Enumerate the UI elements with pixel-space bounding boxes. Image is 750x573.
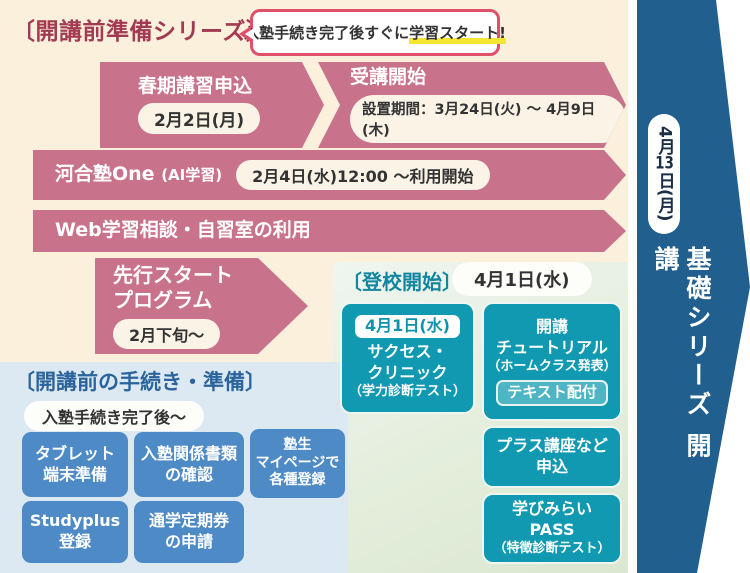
start-callout-bubble: 入塾手続き完了後すぐに学習スタート! <box>239 9 506 56</box>
band-date-pill: 2月2日(月) <box>138 103 261 135</box>
band-period-pill: 設置期間：3月24日(火) ～ 4月9日(木) <box>350 94 626 143</box>
band-kawaijuku-one: 河合塾One (AI学習) 2月4日(水)12:00 ～利用開始 <box>33 150 626 200</box>
box-line: Studyplus <box>29 511 121 531</box>
studyplus-registration-box: Studyplus 登録 <box>22 501 128 563</box>
band-title: 受講開始 <box>350 66 427 89</box>
box-line: 塾生 <box>283 437 312 454</box>
band-title: 河合塾One (AI学習) <box>55 163 223 186</box>
band-title: Web学習相談・自習室の利用 <box>55 219 311 242</box>
box-line: 各種登録 <box>269 472 326 489</box>
procedures-timing-pill: 入塾手続き完了後～ <box>24 401 205 431</box>
box-line: クリニック <box>367 362 448 382</box>
box-line: 申込 <box>535 457 568 476</box>
box-line: マイページで <box>255 454 340 471</box>
opening-tutorial-box: 開講 チュートリアル （ホームクラス発表） テキスト配付 <box>482 302 622 421</box>
bubble-lead-text: 入塾手続き完了後すぐに <box>244 24 410 42</box>
band-course-start: 受講開始 設置期間：3月24日(火) ～ 4月9日(木) <box>318 62 626 148</box>
prep-series-heading: 〔開講前準備シリーズ〕 <box>12 19 270 45</box>
plus-course-application-box: プラス講座など 申込 <box>482 426 622 488</box>
box-line: プラス講座など <box>496 436 608 456</box>
kickoff-date-pill: 4月13日(月) <box>648 114 680 234</box>
box-line: 開講 <box>535 317 568 336</box>
band-spring-course-application: 春期講習申込 2月2日(月) <box>100 62 324 148</box>
kickoff-label: 基礎シリーズ 開講 <box>651 246 712 462</box>
box-line: 入塾関係書類 <box>140 443 237 463</box>
box-line: PASS <box>529 520 575 540</box>
box-date-label: 4月1日(水) <box>355 315 460 339</box>
attendance-date-pill: 4月1日(水) <box>452 262 592 296</box>
box-subline: （特徴診断テスト） <box>493 540 611 556</box>
program-title: 先行スタート プログラム <box>113 263 233 312</box>
box-line: 学びみらい <box>511 499 592 519</box>
band-web-study-room: Web学習相談・自習室の利用 <box>33 210 626 252</box>
box-line: サクセス・ <box>367 342 448 362</box>
band-date-pill: 2月4日(水)12:00 ～利用開始 <box>236 160 490 190</box>
tablet-preparation-box: タブレット 端末準備 <box>22 432 128 497</box>
box-subline: （学力診断テスト） <box>348 383 466 399</box>
box-line: の申請 <box>164 532 213 551</box>
procedures-heading: 〔開講前の手続き・準備〕 <box>14 370 266 394</box>
box-line: 登録 <box>58 532 91 551</box>
enrollment-documents-box: 入塾関係書類 の確認 <box>134 432 244 497</box>
series-kickoff-banner: 4月13日(月) 基礎シリーズ 開講 <box>637 0 750 573</box>
box-line: 端末準備 <box>42 464 107 484</box>
box-line: の確認 <box>164 464 213 484</box>
success-clinic-box: 4月1日(水) サクセス・ クリニック （学力診断テスト） <box>340 302 475 414</box>
program-date-pill: 2月下旬～ <box>113 319 221 349</box>
band-title: 春期講習申込 <box>138 74 253 97</box>
advance-start-program-arrow: 先行スタート プログラム 2月下旬～ <box>95 258 308 354</box>
bubble-highlight-text: 学習スタート! <box>409 21 506 44</box>
textbook-distribution-tag: テキスト配付 <box>496 380 608 406</box>
box-subline: （ホームクラス発表） <box>487 358 617 374</box>
kickoff-date-text: 4月13日(月) <box>654 126 675 222</box>
box-line: 通学定期券 <box>148 511 229 531</box>
mypage-registration-box: 塾生 マイページで 各種登録 <box>250 429 345 498</box>
manabi-mirai-pass-box: 学びみらい PASS （特徴診断テスト） <box>482 493 622 564</box>
commuter-pass-application-box: 通学定期券 の申請 <box>134 501 244 563</box>
box-line: タブレット <box>34 443 115 463</box>
band-subtitle: (AI学習) <box>161 166 223 185</box>
attendance-heading: 〔登校開始〕 <box>342 270 462 294</box>
box-line: チュートリアル <box>496 337 608 357</box>
